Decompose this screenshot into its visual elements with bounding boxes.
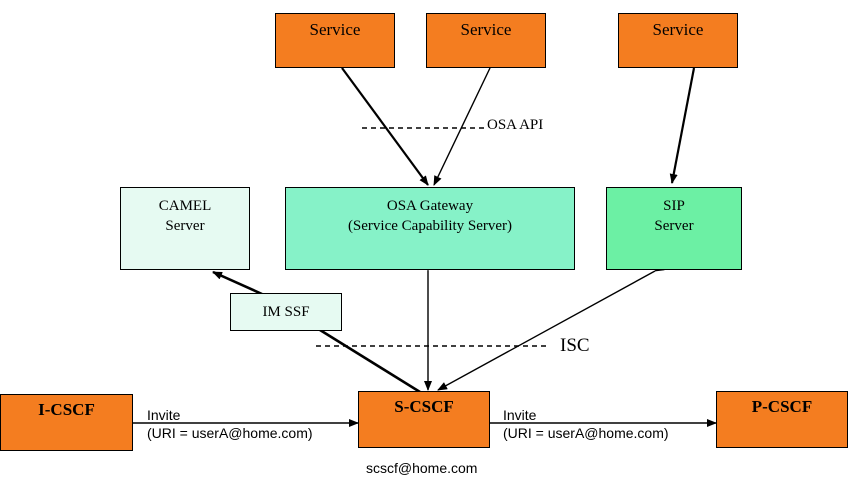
service3-sip-arrow [669,58,700,184]
invite-left-line2: (URI = userA@home.com) [147,425,313,441]
s-cscf-box: S-CSCF [358,391,490,448]
sip-server-line1: SIP [663,198,685,214]
scscf-address-label: scscf@home.com [366,460,478,476]
sip-scscf-arrow [437,263,665,391]
p-cscf-label: P-CSCF [751,397,813,416]
sip-server-box: SIP Server [606,187,742,270]
sip-server-line2: Server [654,218,694,234]
im-ssf-box: IM SSF [230,293,342,331]
service-box-2: Service [426,13,546,68]
camel-server-line1: CAMEL [158,198,212,214]
service-label: Service [652,20,704,39]
i-cscf-box: I-CSCF [0,394,133,451]
service2-osa-arrow [433,58,498,186]
s-cscf-label: S-CSCF [394,397,454,416]
isc-label: ISC [560,335,590,356]
osa-gateway-box: OSA Gateway (Service Capability Server) [285,187,575,270]
invite-right-line2: (URI = userA@home.com) [503,425,669,441]
i-cscf-label: I-CSCF [38,400,95,419]
invite-right-line1: Invite [503,407,537,423]
p-cscf-box: P-CSCF [716,391,848,448]
osa-gateway-line2: (Service Capability Server) [347,218,513,234]
imssf-camel-arrow [212,270,263,296]
camel-server-box: CAMEL Server [120,187,250,270]
invite-left-line1: Invite [147,407,181,423]
camel-server-line2: Server [165,218,205,234]
im-ssf-label: IM SSF [262,303,310,320]
service-box-3: Service [618,13,738,68]
osa-api-label: OSA API [487,117,544,133]
service-label: Service [460,20,512,39]
service-label: Service [309,20,361,39]
service-box-1: Service [275,13,395,68]
osa-gateway-line1: OSA Gateway [386,198,474,214]
scscf-imssf-line [319,328,430,401]
service1-osa-arrow [333,58,429,186]
